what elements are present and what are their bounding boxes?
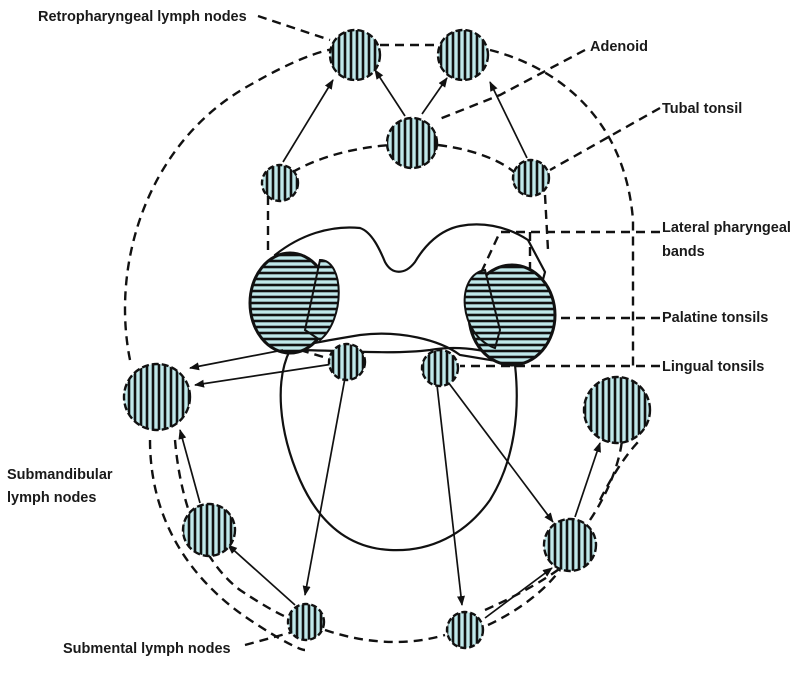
- label-submandibular-nodes: lymph nodes: [7, 490, 96, 506]
- label-tubal-tonsil: Tubal tonsil: [662, 101, 742, 117]
- label-retropharyngeal: Retropharyngeal lymph nodes: [38, 9, 247, 25]
- leader-adenoid: [436, 48, 586, 122]
- palatine-pillar-right: [463, 268, 502, 350]
- label-lateral-pharyngeal: Lateral pharyngeal: [662, 220, 791, 236]
- arrow-adenoid-to-retro-right: [421, 77, 448, 115]
- submandibular-node-left-lower: [181, 502, 237, 558]
- arrow-lingual-right-to-submandibular: [447, 381, 554, 523]
- arrow-tubal-left-to-retro: [282, 79, 334, 163]
- lingual-tonsil-right: [420, 348, 460, 388]
- arrow-palatine-to-submandibular: [189, 349, 284, 371]
- label-palatine-tonsils: Palatine tonsils: [662, 310, 768, 326]
- label-lingual-tonsils: Lingual tonsils: [662, 359, 764, 375]
- submandibular-node-right-upper: [582, 375, 652, 445]
- leader-retropharyngeal: [257, 14, 331, 42]
- arrow-lingual-left-to-submental: [302, 377, 346, 596]
- arrow-adenoid-to-retro-left: [374, 69, 406, 117]
- label-lateral-bands: bands: [662, 244, 705, 260]
- arrow-submental-left-up: [227, 544, 296, 606]
- lower-ring-dashed: [173, 439, 624, 644]
- arrow-tubal-right-to-retro: [489, 81, 528, 159]
- arrow-submental-right-up: [484, 567, 553, 619]
- label-submandibular: Submandibular: [7, 467, 113, 483]
- outer-ring-dashed: [123, 43, 635, 370]
- submental-node-left: [286, 602, 326, 642]
- tubal-tonsil-left: [260, 163, 300, 203]
- submental-node-right: [445, 610, 485, 650]
- label-adenoid: Adenoid: [590, 39, 648, 55]
- submandibular-node-right-lower: [542, 517, 598, 573]
- adenoid-node: [385, 116, 439, 170]
- submandibular-node-left-upper: [122, 362, 192, 432]
- arrow-submandibular-right-up: [574, 442, 601, 518]
- tubal-tonsil-right: [511, 158, 551, 198]
- arrow-lingual-to-submandibular: [194, 363, 334, 388]
- palatine-pillar-left: [303, 258, 340, 342]
- label-submental: Submental lymph nodes: [63, 641, 231, 657]
- tongue-outline: [279, 347, 518, 552]
- leader-lateral-bands: [478, 230, 660, 276]
- retropharyngeal-node-left: [328, 28, 382, 82]
- retropharyngeal-node-right: [436, 28, 490, 82]
- soft-palate-outline: [273, 223, 547, 367]
- leader-tubal: [549, 106, 661, 172]
- lingual-tonsil-left: [327, 342, 367, 382]
- arrow-submandibular-chain-left-up: [178, 429, 201, 504]
- arrow-lingual-right-to-submental: [436, 384, 465, 606]
